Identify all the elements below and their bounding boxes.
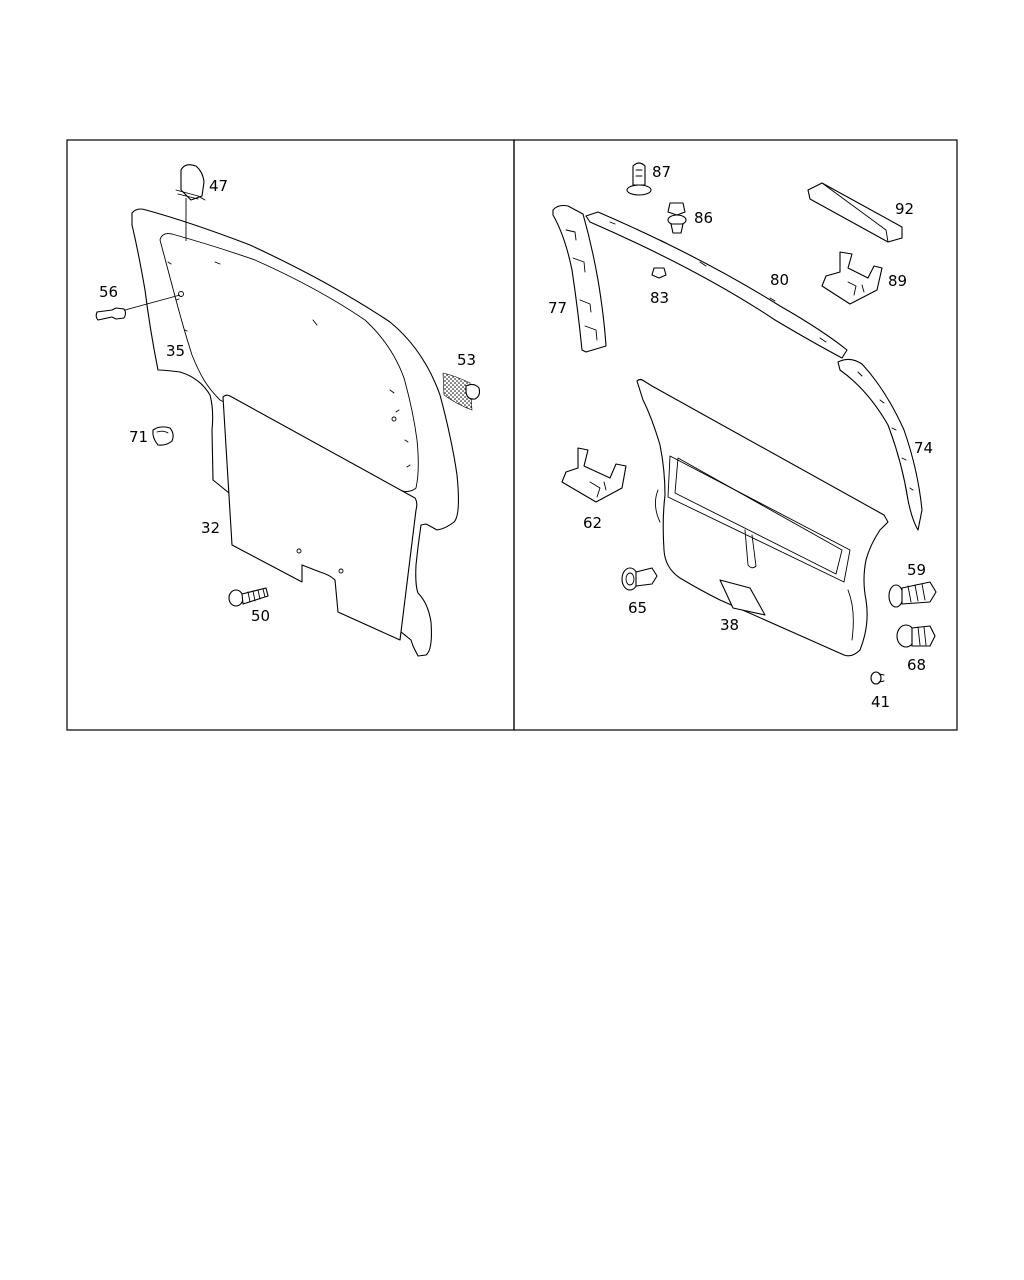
strip-part-92 — [807, 182, 903, 243]
label-part-87: 87 — [652, 163, 671, 181]
label-part-32: 32 — [201, 519, 220, 537]
clip-part-65 — [621, 567, 658, 591]
screw-part-87 — [626, 162, 652, 196]
label-part-86: 86 — [694, 209, 713, 227]
label-part-62: 62 — [583, 514, 602, 532]
right-panel-frame — [513, 139, 958, 731]
label-part-59: 59 — [907, 561, 926, 579]
pillar-trim-part-74 — [837, 358, 923, 531]
label-part-92: 92 — [895, 200, 914, 218]
label-part-71: 71 — [129, 428, 148, 446]
pin-part-56 — [95, 294, 181, 321]
label-part-77: 77 — [548, 299, 567, 317]
clip-part-59 — [888, 581, 937, 608]
label-part-68: 68 — [907, 656, 926, 674]
label-part-38: 38 — [720, 616, 739, 634]
label-part-80: 80 — [770, 271, 789, 289]
label-part-56: 56 — [99, 283, 118, 301]
label-part-83: 83 — [650, 289, 669, 307]
rivet-part-50 — [228, 587, 269, 607]
label-part-41: 41 — [871, 693, 890, 711]
bracket-part-89 — [821, 251, 883, 305]
plug-part-41 — [870, 671, 885, 685]
label-part-65: 65 — [628, 599, 647, 617]
bracket-part-62 — [561, 447, 627, 503]
label-part-74: 74 — [914, 439, 933, 457]
label-part-47: 47 — [209, 177, 228, 195]
clip-part-83 — [651, 267, 667, 279]
clip-part-47 — [175, 164, 206, 241]
label-part-89: 89 — [888, 272, 907, 290]
grille-part-53 — [442, 372, 481, 411]
clip-part-68 — [896, 624, 936, 648]
label-part-50: 50 — [251, 607, 270, 625]
label-part-35: 35 — [166, 342, 185, 360]
clip-part-86 — [667, 202, 687, 234]
pillar-trim-part-77 — [552, 204, 607, 353]
label-part-53: 53 — [457, 351, 476, 369]
trim-panel-part-38 — [636, 378, 889, 657]
plug-part-71 — [152, 426, 174, 446]
lower-panel-part-32 — [222, 394, 418, 641]
top-rail-part-80 — [585, 211, 848, 359]
